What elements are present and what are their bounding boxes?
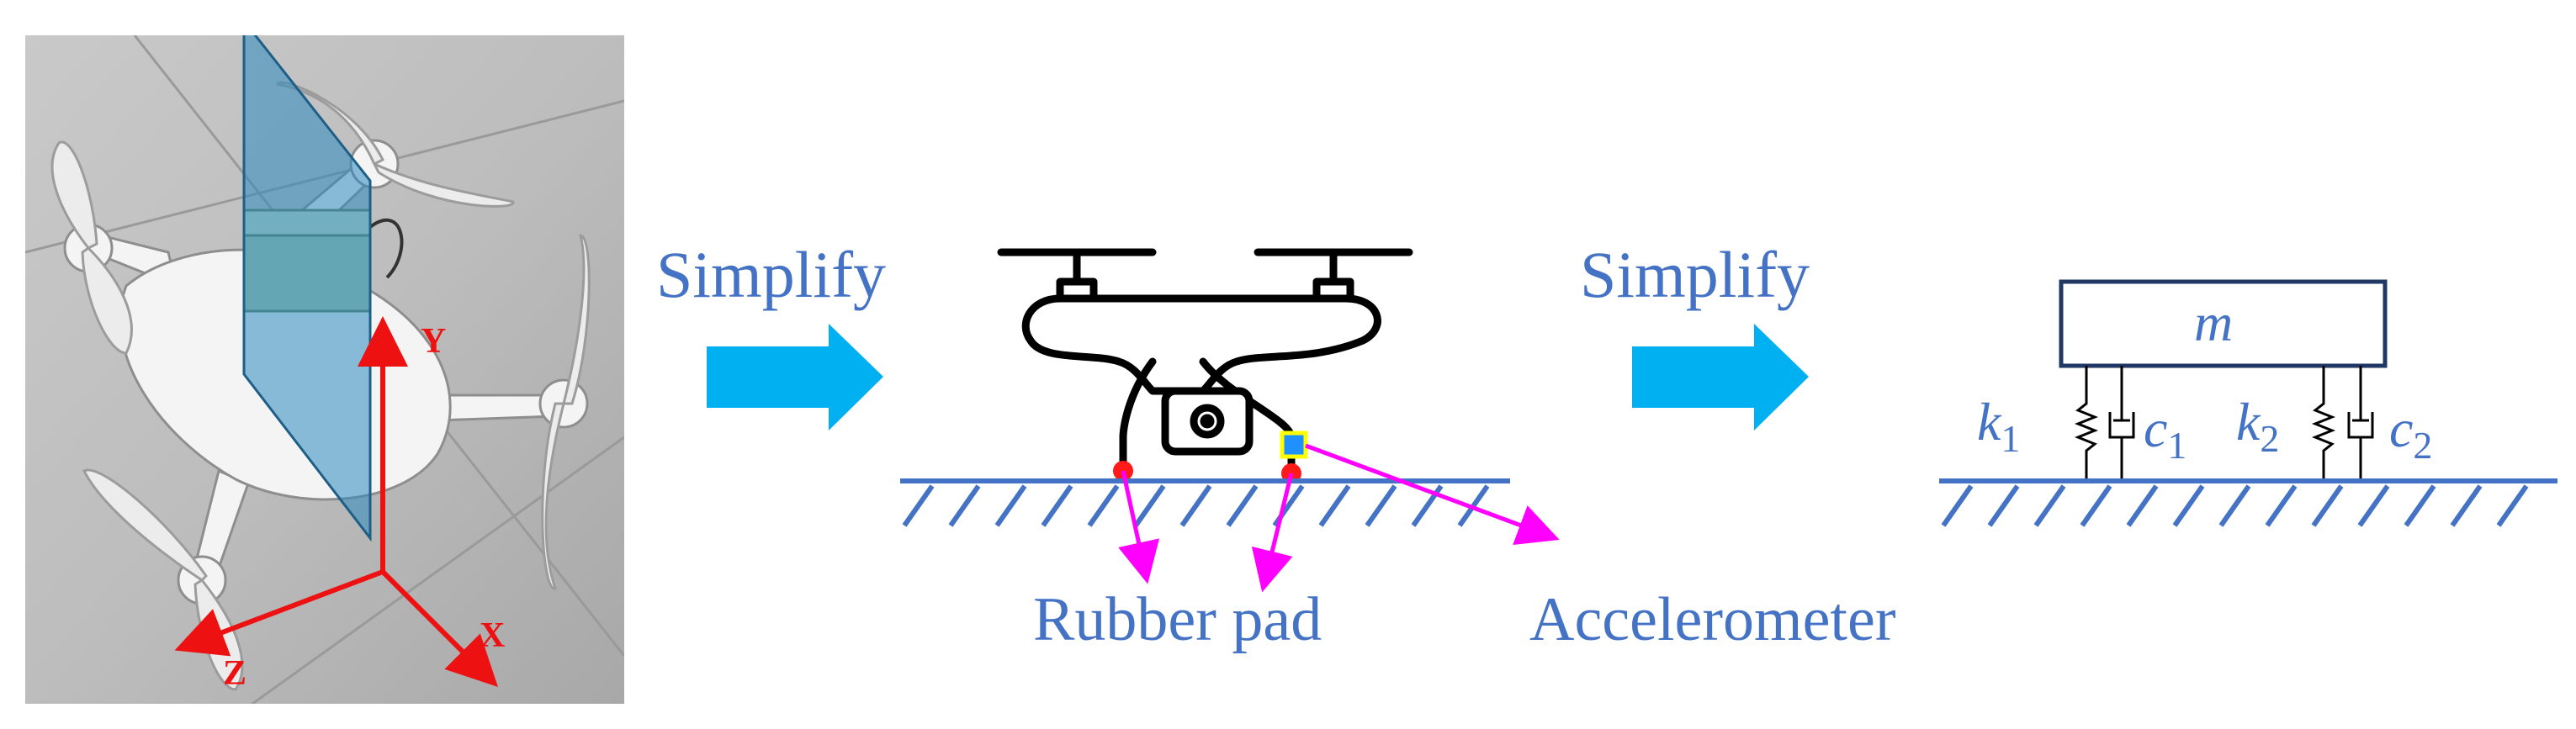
mass-block xyxy=(2059,279,2388,368)
k2-label: k2 xyxy=(2236,392,2280,460)
drone-photo xyxy=(25,35,624,704)
drone-icon xyxy=(997,248,1413,471)
axis-label-y: Y xyxy=(421,322,447,361)
k1-label: k1 xyxy=(1977,392,2021,460)
simplify-arrow-1 xyxy=(707,324,883,431)
coordinate-axes xyxy=(174,316,498,687)
accelerometer-marker xyxy=(1280,431,1308,459)
spring-k2 xyxy=(2311,366,2336,481)
damper-c2 xyxy=(2347,366,2374,481)
axis-label-x: X xyxy=(480,616,506,655)
spring-k1 xyxy=(2074,366,2099,481)
simplify-label-1: Simplify xyxy=(656,238,887,311)
accelerometer-pointer xyxy=(1305,443,1560,546)
drone-icon-body xyxy=(1021,294,1381,395)
model-supports xyxy=(2074,366,2374,481)
rubber-pad-label: Rubber pad xyxy=(1033,585,1322,654)
axis-label-z: Z xyxy=(223,654,247,693)
accelerometer-label: Accelerometer xyxy=(1529,585,1896,654)
symmetry-plane xyxy=(242,35,372,542)
pointer-arrows xyxy=(1118,443,1560,593)
ground-2 xyxy=(1939,478,2557,527)
c2-label: c2 xyxy=(2389,399,2433,467)
rubber-pad-pointer-left xyxy=(1118,470,1160,584)
z-axis-arrow xyxy=(174,569,384,657)
drone-propellers xyxy=(50,81,591,691)
left-leg xyxy=(1119,357,1157,471)
c1-label: c1 xyxy=(2144,399,2187,467)
damper-c1 xyxy=(2108,366,2135,481)
simplify-arrow-2 xyxy=(1632,324,1809,431)
rubber-pad-pointer-right xyxy=(1251,473,1294,593)
simplify-label-2: Simplify xyxy=(1580,238,1810,311)
mass-label: m xyxy=(2194,293,2234,352)
x-axis-arrow xyxy=(380,569,498,687)
